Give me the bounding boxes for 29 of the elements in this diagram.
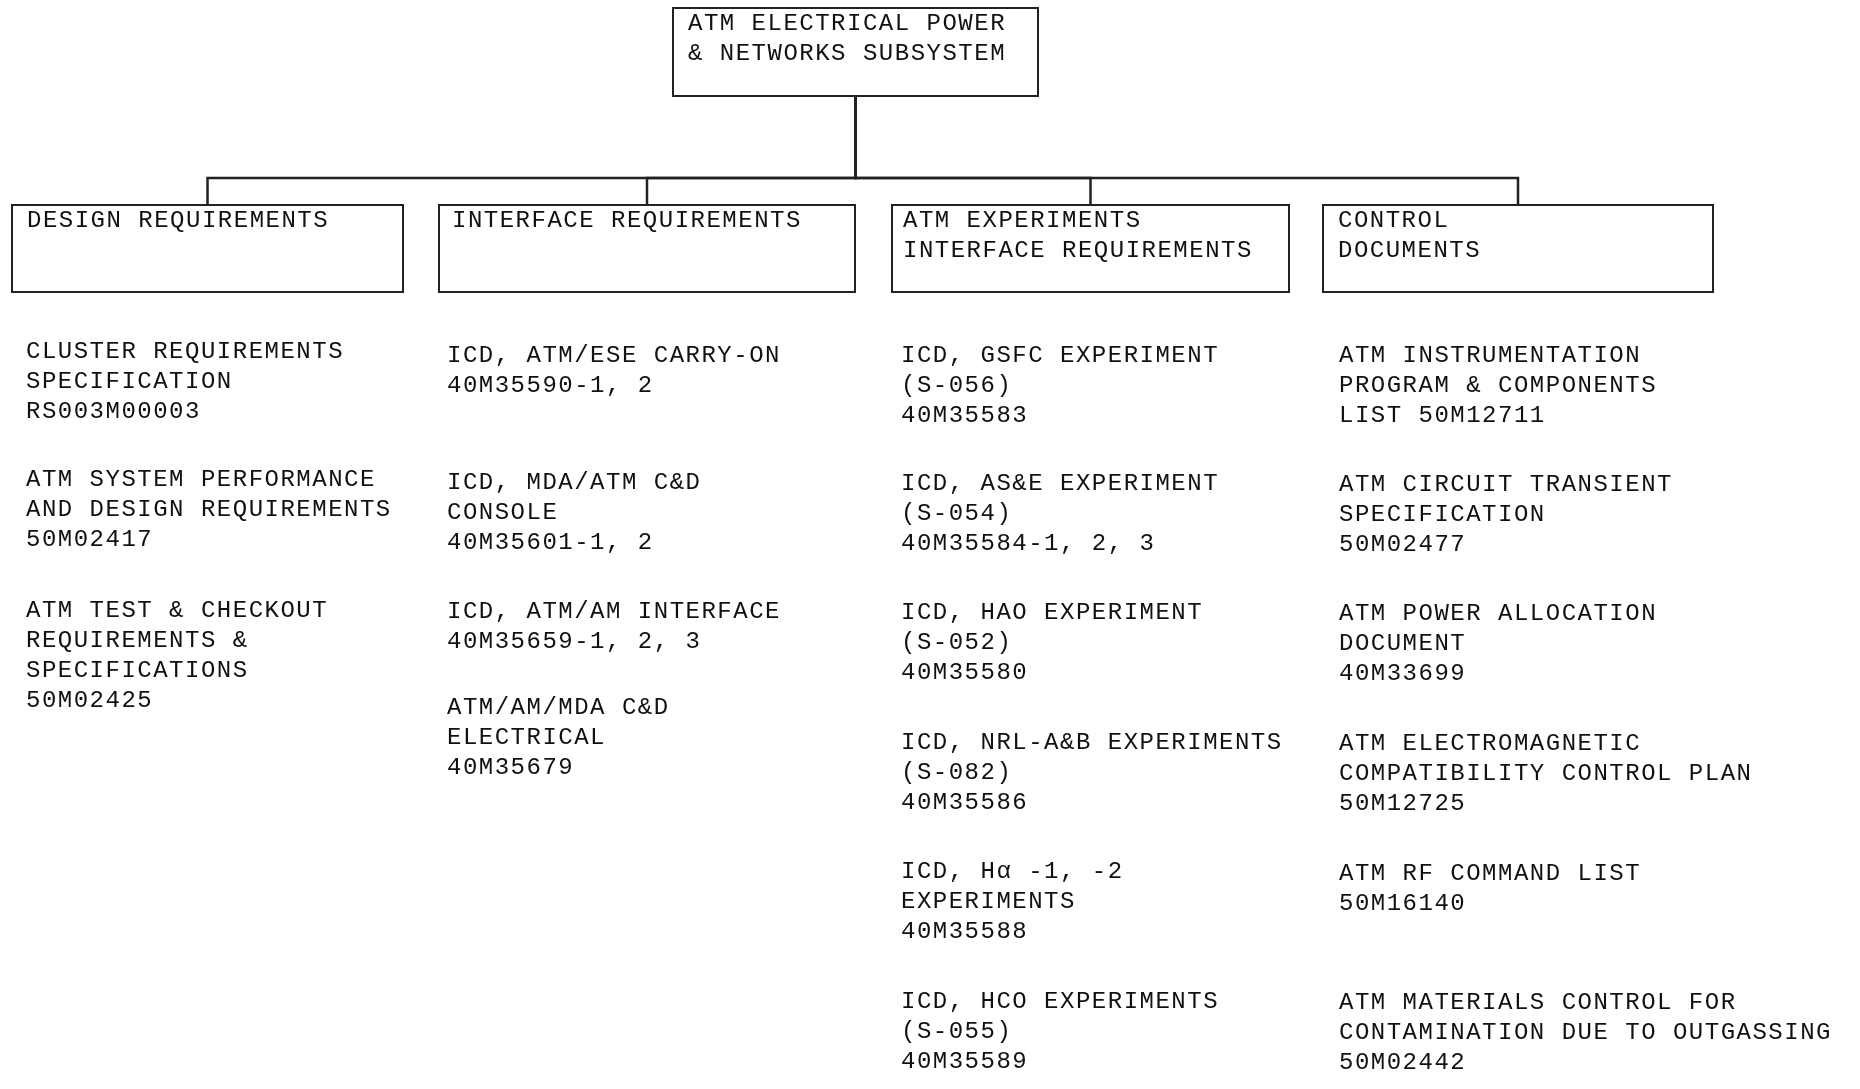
- box-title: INTERFACE REQUIREMENTS: [452, 206, 802, 236]
- document-entry: ICD, HCO EXPERIMENTS (S-055) 40M35589: [901, 987, 1220, 1077]
- box-title: CONTROL DOCUMENTS: [1338, 206, 1482, 266]
- category-box: [438, 204, 856, 293]
- category-box: [891, 204, 1290, 293]
- document-entry: ICD, MDA/ATM C&D CONSOLE 40M35601-1, 2: [447, 468, 702, 558]
- document-entry: ICD, Hα -1, -2 EXPERIMENTS 40M35588: [901, 857, 1124, 947]
- box-title: ATM ELECTRICAL POWER & NETWORKS SUBSYSTEM: [688, 9, 1007, 69]
- document-entry: ICD, GSFC EXPERIMENT (S-056) 40M35583: [901, 341, 1220, 431]
- category-box: [11, 204, 404, 293]
- document-entry: ATM MATERIALS CONTROL FOR CONTAMINATION DUE TO OUTGASSING 50M02442: [1339, 988, 1832, 1078]
- document-entry: ATM SYSTEM PERFORMANCE AND DESIGN REQUIREMENTS 50M02417: [26, 465, 392, 555]
- document-entry: ATM ELECTROMAGNETIC COMPATIBILITY CONTROL PLAN 50M12725: [1339, 729, 1753, 819]
- document-entry: ATM POWER ALLOCATION DOCUMENT 40M33699: [1339, 599, 1658, 689]
- category-box: [1322, 204, 1714, 293]
- document-entry: ICD, ATM/ESE CARRY-ON 40M35590-1, 2: [447, 341, 781, 401]
- document-entry: CLUSTER REQUIREMENTS SPECIFICATION RS003M00003: [26, 337, 345, 427]
- document-entry: ICD, HAO EXPERIMENT (S-052) 40M35580: [901, 598, 1204, 688]
- document-entry: ATM CIRCUIT TRANSIENT SPECIFICATION 50M02477: [1339, 470, 1673, 560]
- document-entry: ICD, ATM/AM INTERFACE 40M35659-1, 2, 3: [447, 597, 781, 657]
- document-entry: ATM/AM/MDA C&D ELECTRICAL 40M35679: [447, 693, 670, 783]
- document-entry: ATM INSTRUMENTATION PROGRAM & COMPONENTS LIST 50M12711: [1339, 341, 1658, 431]
- box-title: ATM EXPERIMENTS INTERFACE REQUIREMENTS: [903, 206, 1253, 266]
- document-entry: ATM TEST & CHECKOUT REQUIREMENTS & SPECIFICATIONS 50M02425: [26, 596, 329, 716]
- subsystem-box: [672, 7, 1039, 97]
- document-entry: ICD, NRL-A&B EXPERIMENTS (S-082) 40M35586: [901, 728, 1283, 818]
- box-title: DESIGN REQUIREMENTS: [27, 206, 330, 236]
- document-entry: ATM RF COMMAND LIST 50M16140: [1339, 859, 1642, 919]
- document-entry: ICD, AS&E EXPERIMENT (S-054) 40M35584-1, 2, 3: [901, 469, 1220, 559]
